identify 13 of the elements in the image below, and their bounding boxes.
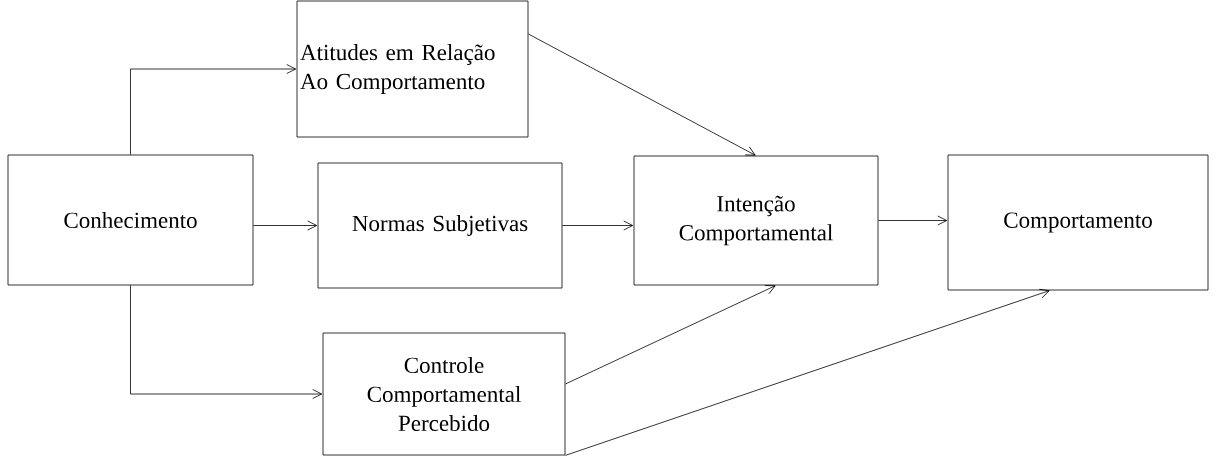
process-box: Controle Comportamental Percebido bbox=[322, 332, 566, 456]
arrow bbox=[528, 33, 756, 156]
process-box: Normas Subjetivas bbox=[317, 162, 563, 289]
process-box: Comportamento bbox=[947, 154, 1209, 291]
arrow bbox=[130, 285, 323, 399]
arrow bbox=[565, 285, 776, 385]
process-box: Conhecimento bbox=[7, 154, 254, 286]
process-box: Intenção Comportamental bbox=[633, 155, 879, 286]
arrow bbox=[562, 220, 634, 231]
arrow bbox=[878, 215, 948, 226]
arrow bbox=[130, 64, 297, 155]
process-box: Atitudes em Relação Ao Comportamento bbox=[296, 0, 529, 138]
arrow bbox=[253, 220, 318, 231]
